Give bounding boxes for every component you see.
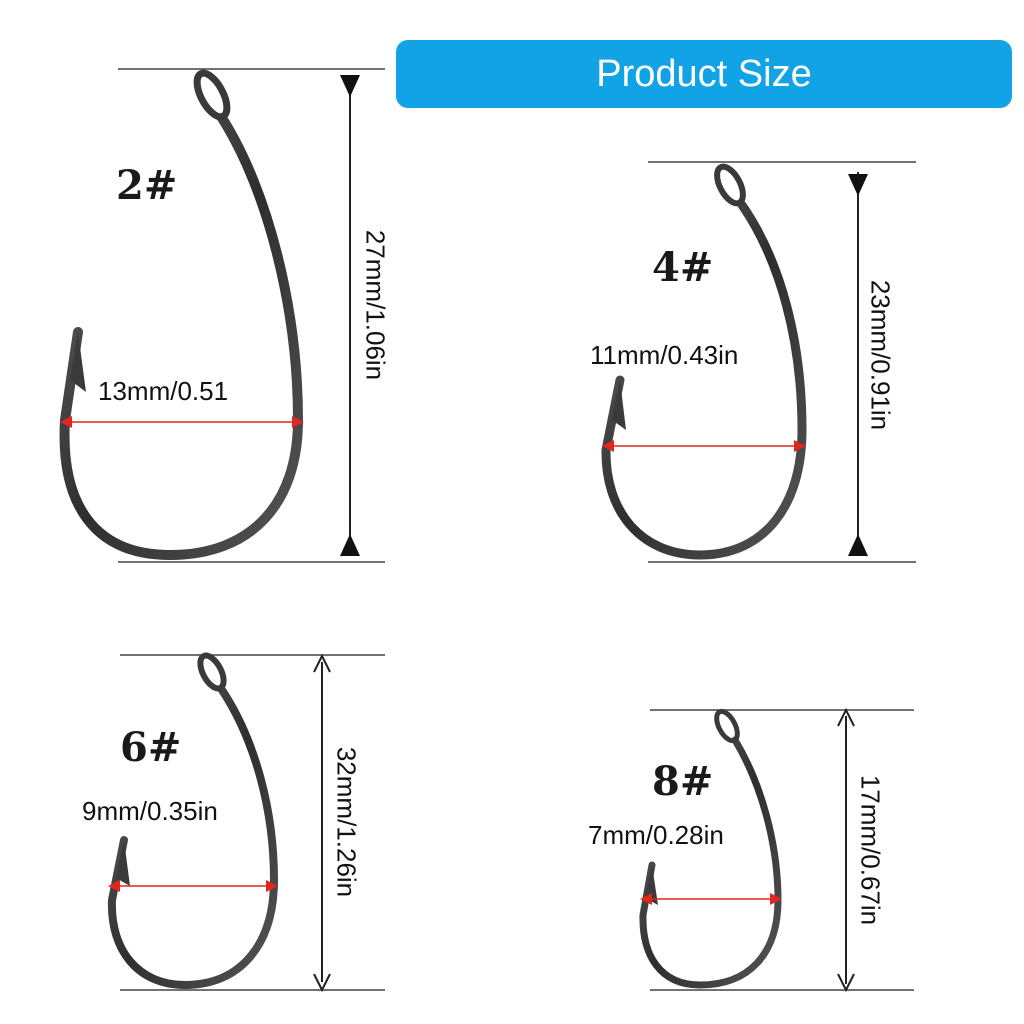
hook-4-eye	[714, 163, 746, 207]
hook-2-width-label: 13mm/0.51	[98, 376, 229, 406]
hook-2-size-label: 2#	[116, 162, 178, 209]
hook-4-length-label: 23mm/0.91in	[865, 279, 896, 431]
hook-2-shank	[59, 113, 304, 561]
hook-4-width-label: 11mm/0.43in	[590, 340, 739, 370]
hook-4-width-arrow-left	[602, 440, 614, 452]
hook-8-width-arrow-left	[640, 893, 652, 905]
hook-4-width-arrow-right	[794, 440, 806, 452]
hook-2-eye	[193, 69, 231, 121]
hook-6-barb	[116, 840, 130, 886]
hook-6-width-arrow-left	[108, 880, 120, 892]
banner-title: Product Size	[596, 52, 812, 95]
hook-6-group	[107, 652, 385, 993]
hook-4-top-arrow	[848, 174, 868, 196]
product-size-banner: Product Size	[396, 40, 1012, 108]
hook-8-group	[639, 707, 914, 993]
hook-2-barb	[70, 332, 86, 392]
hook-2-bottom-arrow	[340, 534, 360, 556]
hook-2-length-label: 27mm/1.06in	[360, 229, 391, 381]
hook-8-bottom-arrow	[837, 973, 855, 993]
hook-6-length-label: 32mm/1.26in	[331, 746, 362, 898]
hook-2-top-arrow	[340, 75, 360, 97]
hook-6-shank	[107, 686, 279, 990]
hook-4-shank	[601, 200, 807, 560]
hook-8-width-label: 7mm/0.28in	[588, 820, 724, 850]
hook-2-width-arrow-left	[60, 416, 72, 428]
hook-6-eye	[197, 652, 227, 692]
hook-8-size-label: 8#	[652, 758, 714, 805]
hook-8-shank	[639, 736, 782, 989]
hook-8-length-label: 17mm/0.67in	[855, 774, 886, 926]
hook-6-width-label: 9mm/0.35in	[82, 796, 218, 826]
hook-4-barb	[612, 380, 626, 430]
hook-2-group	[59, 68, 385, 563]
hook-2-width-arrow-right	[292, 416, 304, 428]
hook-6-size-label: 6#	[120, 724, 182, 771]
hook-6-width-arrow-right	[266, 880, 278, 892]
hook-8-top-arrow	[837, 707, 855, 727]
hook-4-size-label: 4#	[652, 244, 714, 291]
hook-4-group	[601, 161, 916, 563]
hook-8-width-arrow-right	[770, 893, 782, 905]
hook-4-bottom-arrow	[848, 534, 868, 556]
hook-6-top-arrow	[313, 653, 331, 673]
hook-8-eye	[714, 708, 740, 744]
hook-6-bottom-arrow	[313, 973, 331, 993]
